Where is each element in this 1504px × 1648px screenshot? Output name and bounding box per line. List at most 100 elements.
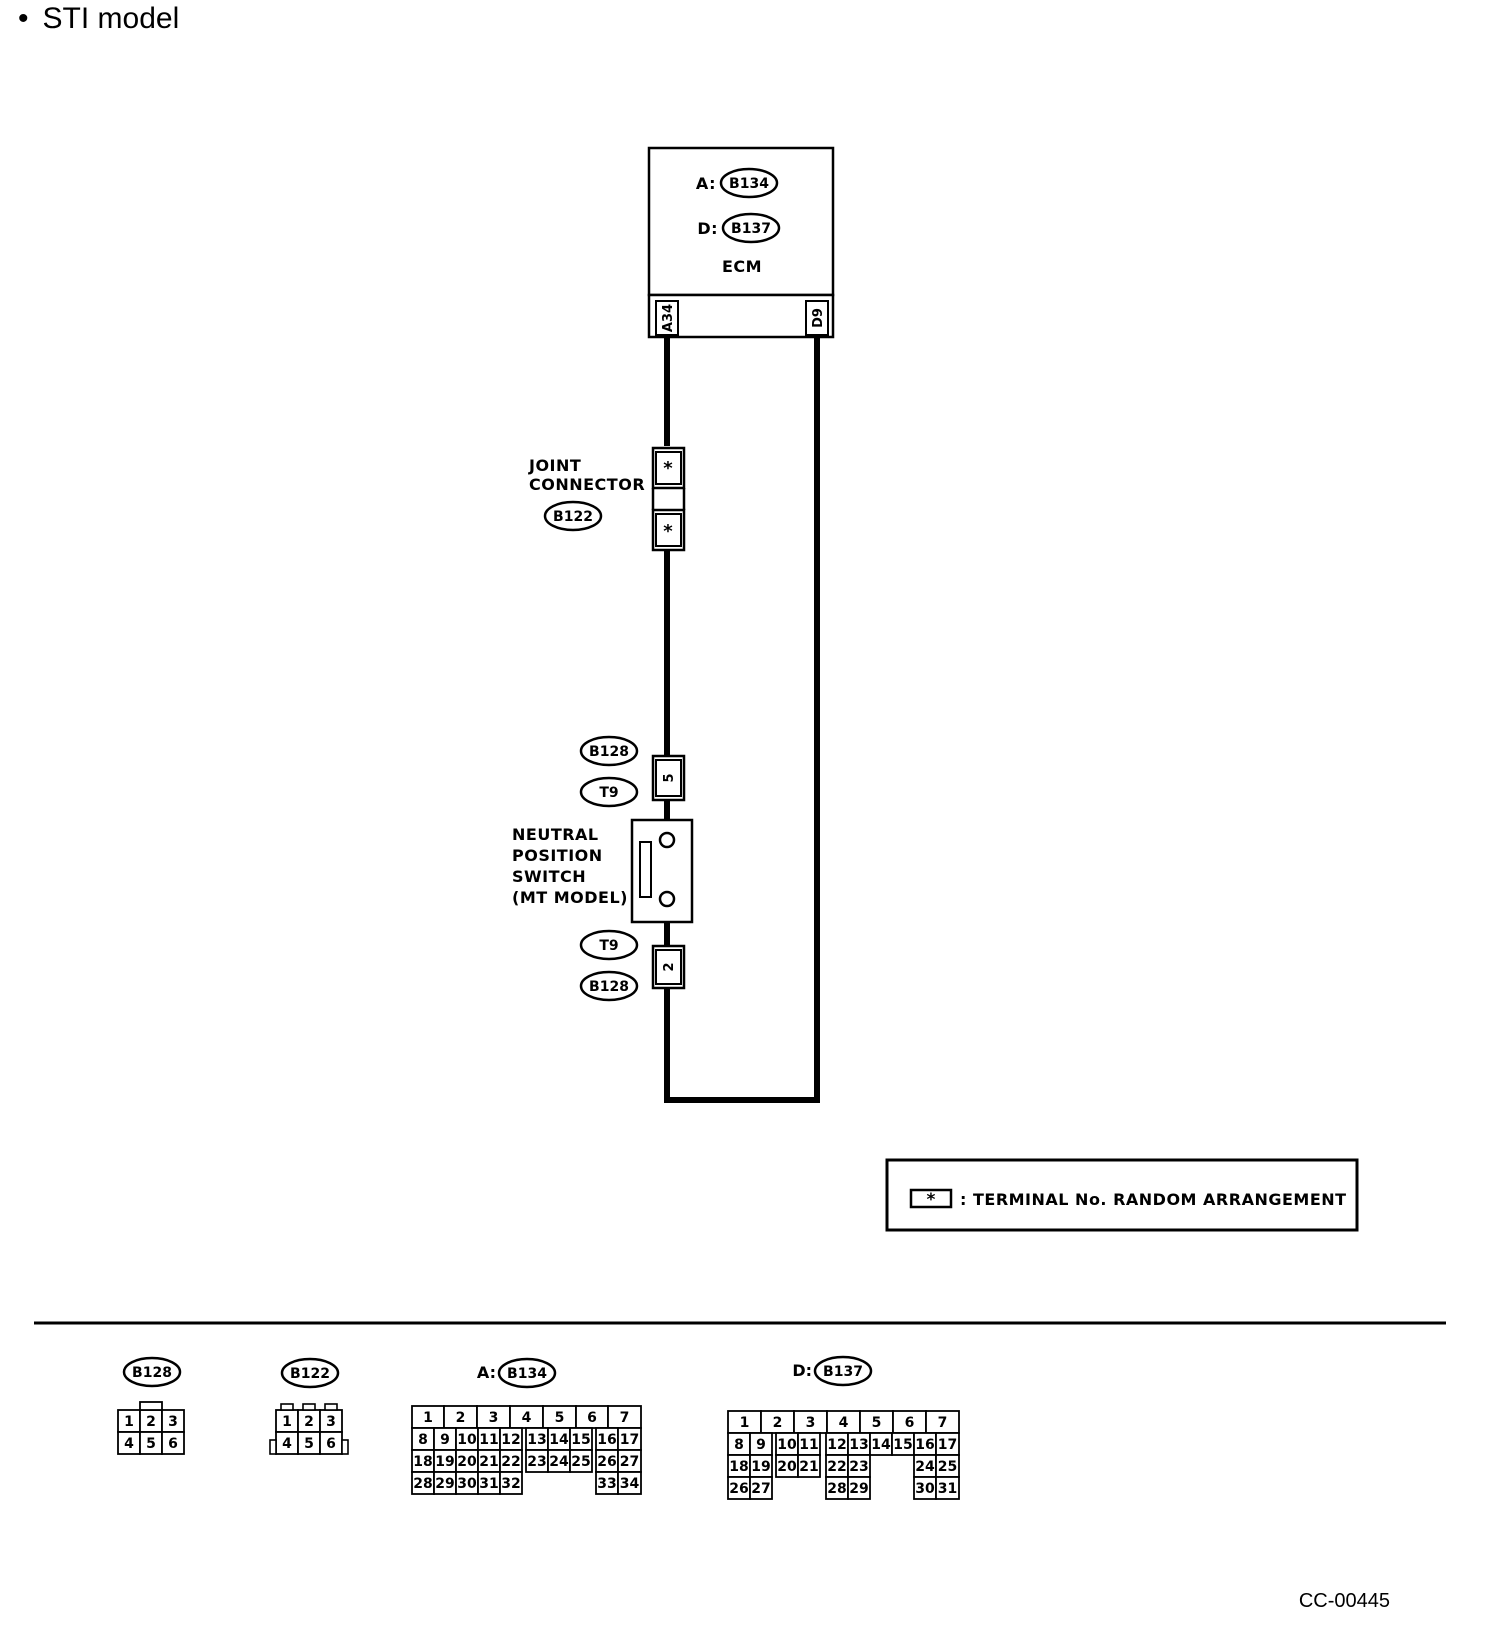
face-b128-pin-label: 4	[124, 1436, 134, 1452]
face-b137-pin-label: 19	[751, 1459, 770, 1475]
switch-top-pin-box	[655, 759, 682, 797]
joint-upper-mark: *	[663, 458, 673, 479]
face-b128-pin-label: 3	[168, 1414, 178, 1430]
face-b137-pin-label: 8	[734, 1437, 744, 1453]
switch-label-line4: (MT MODEL)	[512, 888, 628, 907]
ecm-conn-d-oval	[721, 212, 781, 244]
face-b137-pin-label: 23	[849, 1459, 868, 1475]
face-b134-pin-label: 16	[597, 1432, 616, 1448]
face-b128-pin-label: 2	[146, 1414, 156, 1430]
face-b122-lock-tab	[324, 1403, 338, 1411]
face-b128-cell	[161, 1431, 185, 1455]
face-b134-pin-label: 1	[423, 1410, 433, 1426]
legend-box	[885, 1158, 1359, 1232]
ecm-unit: A: B134 D: B137 ECM A34 D9	[647, 146, 835, 339]
face-b134-pin-label: 13	[527, 1432, 546, 1448]
joint-lower-mark: *	[663, 521, 673, 542]
face-b134-cell	[569, 1449, 593, 1473]
face-b137-pin-label: 4	[839, 1415, 849, 1431]
face-b137-pin-label: 12	[827, 1437, 846, 1453]
face-b137-pin-label: 26	[729, 1481, 748, 1497]
ecm-conn-a-oval	[719, 167, 779, 199]
ecm-conn-a-prefix: A:	[696, 174, 716, 193]
face-b134-pin-label: 19	[435, 1454, 454, 1470]
face-b137-pin-label: 25	[938, 1459, 957, 1475]
terminal-a34-label: A34	[661, 304, 676, 332]
terminal-d9-label: D9	[811, 308, 826, 328]
face-b122-oval	[280, 1357, 340, 1389]
switch-label-line1: NEUTRAL	[512, 825, 599, 844]
face-b137-pin-label: 9	[756, 1437, 766, 1453]
switch-bottom-pin-box	[655, 949, 682, 985]
face-b122-side-tab-left	[269, 1439, 277, 1455]
face-b134-pin-label: 11	[479, 1432, 498, 1448]
switch-label-line3: SWITCH	[512, 867, 586, 886]
face-b134-pin-label: 10	[457, 1432, 477, 1448]
ecm-conn-a-id: B134	[729, 176, 769, 192]
face-b134-pin-label: 3	[489, 1410, 499, 1426]
face-b137-cell	[749, 1476, 773, 1500]
ecm-label: ECM	[722, 257, 762, 276]
face-b137-pin-label: 15	[893, 1437, 912, 1453]
face-b137-pin-label: 3	[806, 1415, 816, 1431]
face-b137-pin-label: 20	[777, 1459, 797, 1475]
face-b137-pin-label: 2	[773, 1415, 783, 1431]
legend-text: : TERMINAL No. RANDOM ARRANGEMENT	[960, 1190, 1347, 1209]
face-b128-pin-label: 5	[146, 1436, 156, 1452]
ecm-conn-d-prefix: D:	[697, 219, 718, 238]
ecm-conn-d-id: B137	[731, 221, 771, 237]
face-b137-pin-label: 18	[729, 1459, 748, 1475]
joint-label-line2: CONNECTOR	[529, 475, 645, 494]
face-b134-pin-label: 21	[479, 1454, 498, 1470]
figure-id: CC-00445	[1298, 1590, 1390, 1612]
face-b134-pin-label: 5	[555, 1410, 565, 1426]
page-heading: •STI model	[18, 2, 179, 36]
face-b134-pin-label: 6	[587, 1410, 597, 1426]
terminal-a34-box	[655, 300, 679, 336]
face-b128-id: B128	[132, 1365, 172, 1381]
joint-label-line1: JOINT	[528, 456, 581, 475]
legend-mark-box	[909, 1188, 953, 1209]
switch-label-line2: POSITION	[512, 846, 603, 865]
face-b134-pin-label: 32	[501, 1476, 520, 1492]
terminal-d9-box	[805, 300, 829, 336]
switch-top-oval-b128	[579, 735, 639, 767]
face-b134-pin-label: 22	[501, 1454, 520, 1470]
face-b122-pin-label: 3	[326, 1414, 336, 1430]
face-b137-pin-label: 21	[799, 1459, 818, 1475]
face-b137-prefix: D:	[792, 1361, 812, 1380]
face-b134-pin-label: 7	[620, 1410, 630, 1426]
face-b134-pin-label: 30	[457, 1476, 477, 1492]
face-b134-pin-label: 28	[413, 1476, 432, 1492]
face-b134-prefix: A:	[477, 1363, 496, 1382]
face-b134-pin-label: 15	[571, 1432, 590, 1448]
face-b137-cell	[935, 1476, 960, 1500]
face-b134-oval	[497, 1357, 557, 1389]
face-b137-pin-label: 6	[905, 1415, 915, 1431]
switch-bottom-pin: 2	[662, 962, 677, 971]
face-b134-cell	[499, 1471, 523, 1495]
face-b134-pin-label: 12	[501, 1432, 520, 1448]
switch-top-id-t9: T9	[599, 785, 618, 801]
legend: * : TERMINAL No. RANDOM ARRANGEMENT	[885, 1158, 1359, 1232]
face-b137-pin-label: 11	[799, 1437, 818, 1453]
switch-contact-bottom	[658, 890, 676, 908]
face-b137-cell	[797, 1454, 821, 1478]
wire-ground-return	[664, 337, 820, 1103]
joint-connector: * * JOINT CONNECTOR B122	[528, 446, 686, 552]
face-b134-pin-label: 14	[549, 1432, 569, 1448]
face-b134-pin-label: 9	[440, 1432, 450, 1448]
joint-upper-pin	[655, 451, 682, 485]
face-b137-cell	[847, 1476, 871, 1500]
face-b128-pin-label: 6	[168, 1436, 178, 1452]
face-b122-pin-label: 5	[304, 1436, 314, 1452]
face-b137-pin-label: 14	[871, 1437, 891, 1453]
face-b137-id: B137	[823, 1364, 863, 1380]
face-b134-pin-label: 8	[418, 1432, 428, 1448]
face-b128-oval	[122, 1356, 182, 1388]
face-b134-pin-label: 24	[549, 1454, 569, 1470]
face-b137-pin-label: 16	[915, 1437, 934, 1453]
face-b134-pin-label: 26	[597, 1454, 616, 1470]
